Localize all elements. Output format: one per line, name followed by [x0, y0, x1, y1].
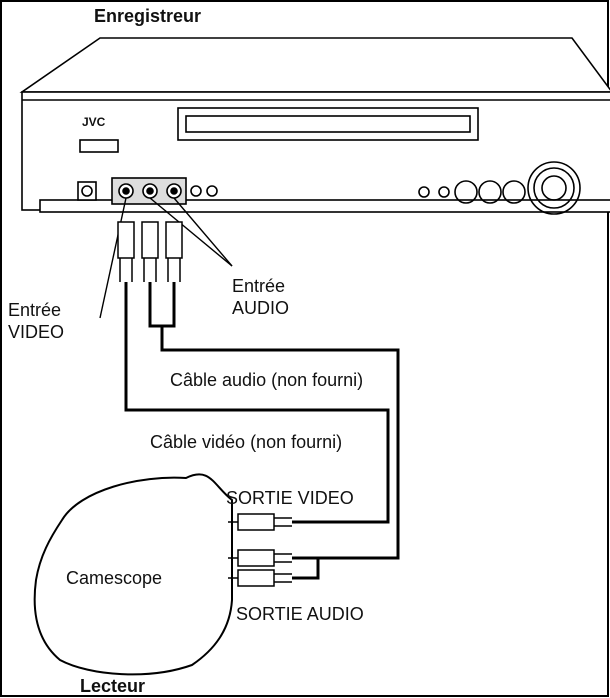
- video-cable: [124, 282, 390, 524]
- vcr-device: [19, 37, 610, 215]
- label-entree-audio-1: Entrée: [232, 276, 286, 296]
- rca-plug-audio-out-2: [228, 569, 292, 587]
- rca-plug-video-vcr: [117, 221, 135, 282]
- audio-cable: [148, 282, 400, 580]
- label-sortie-audio: SORTIE AUDIO: [236, 604, 364, 624]
- title-enregistreur: Enregistreur: [94, 6, 202, 26]
- rca-plug-audio-right-vcr: [165, 221, 183, 282]
- camcorder-outline: [33, 473, 233, 676]
- label-entree-audio-2: AUDIO: [232, 298, 290, 318]
- rca-plug-audio-left-vcr: [141, 221, 159, 282]
- label-camescope: Camescope: [66, 568, 163, 588]
- rca-plug-video-out: [228, 513, 292, 531]
- label-sortie-video: SORTIE VIDEO: [226, 488, 354, 508]
- label-entree-video-2: VIDEO: [8, 322, 65, 342]
- title-lecteur: Lecteur: [80, 676, 146, 696]
- pointer-lines: [99, 197, 233, 319]
- label-cable-video: Câble vidéo (non fourni): [150, 432, 343, 452]
- vcr-brand-logo: JVC: [82, 115, 106, 129]
- label-cable-audio: Câble audio (non fourni): [170, 370, 364, 390]
- rca-plug-audio-out-1: [228, 549, 292, 567]
- label-entree-video-1: Entrée: [8, 300, 62, 320]
